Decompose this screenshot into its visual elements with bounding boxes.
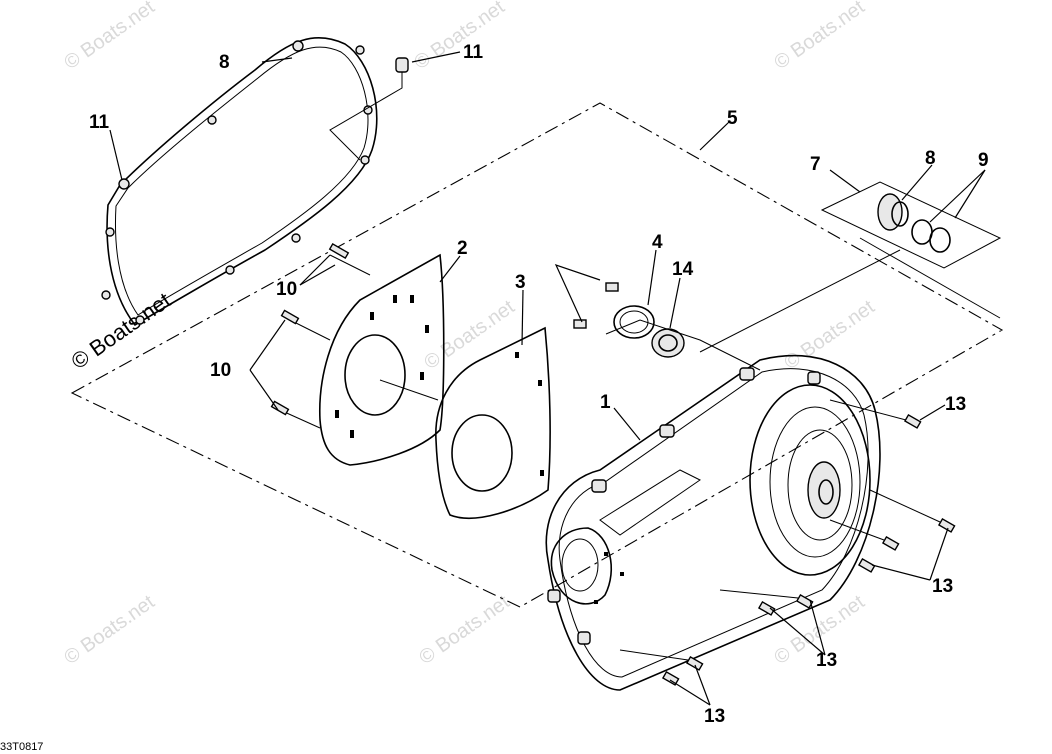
part-7-guide-line bbox=[699, 249, 901, 353]
watermark: © Boats.net bbox=[770, 0, 869, 74]
part-8-gasket bbox=[101, 37, 378, 327]
watermark: © Boats.net bbox=[415, 591, 514, 669]
bolt-guide-line bbox=[719, 589, 799, 599]
bolt-guide-line bbox=[619, 649, 689, 661]
gasket-hole bbox=[360, 155, 370, 165]
ring-guide-line bbox=[605, 319, 761, 371]
gasket-hole bbox=[105, 227, 115, 237]
part-3-seal bbox=[435, 326, 551, 519]
gasket-hole bbox=[135, 315, 145, 325]
part-1-clutch-cover bbox=[545, 354, 881, 691]
part-8-oil-seal bbox=[891, 201, 909, 227]
part-13-bolts bbox=[661, 413, 956, 686]
callout-2: 2 bbox=[457, 238, 468, 259]
callout-13: 13 bbox=[704, 706, 725, 727]
part-4-bolt bbox=[605, 282, 619, 292]
callout-1: 1 bbox=[600, 392, 611, 413]
gasket-hole bbox=[292, 40, 304, 52]
part-9-o-ring bbox=[929, 227, 951, 253]
part-10-bolt bbox=[270, 400, 290, 416]
dowel-pin-guide-line bbox=[329, 72, 403, 161]
figure-code: 33T0817 bbox=[0, 741, 43, 753]
callout-13: 13 bbox=[945, 394, 966, 415]
part-2-plate bbox=[318, 253, 445, 466]
gasket-hole bbox=[101, 290, 111, 300]
part-11-dowel-pin bbox=[395, 57, 409, 73]
gasket-hole bbox=[225, 265, 235, 275]
bolt-guide-line bbox=[869, 489, 941, 523]
part-14-bearing bbox=[651, 328, 685, 358]
part-7-guide-line bbox=[859, 237, 1001, 319]
watermark: © Boats.net bbox=[60, 591, 159, 669]
callout-10: 10 bbox=[276, 279, 297, 300]
callout-10: 10 bbox=[210, 360, 231, 381]
callout-11: 11 bbox=[89, 112, 110, 133]
part-5-outline bbox=[70, 102, 1004, 608]
bolt-guide-line bbox=[829, 399, 907, 421]
watermark-group: © Boats.net © Boats.net © Boats.net © Bo… bbox=[60, 0, 879, 669]
callout-4: 4 bbox=[652, 232, 663, 253]
part-9-o-ring bbox=[911, 219, 933, 245]
watermark: © Boats.net bbox=[420, 296, 519, 374]
part-4-ring bbox=[613, 305, 655, 339]
gasket-hole bbox=[355, 45, 365, 55]
part-7-group bbox=[820, 181, 1002, 269]
callout-7: 7 bbox=[810, 154, 821, 175]
gasket-hole bbox=[207, 115, 217, 125]
bolt-guide-line bbox=[829, 519, 885, 541]
bolt-guide-line bbox=[289, 319, 331, 341]
gasket-hole bbox=[118, 178, 130, 190]
part-10-bolt bbox=[328, 242, 350, 260]
callout-13: 13 bbox=[932, 576, 953, 597]
part-10-bolt bbox=[280, 309, 300, 325]
watermark: © Boats.net bbox=[60, 0, 159, 74]
gasket-hole bbox=[291, 233, 301, 243]
callout-9: 9 bbox=[978, 150, 989, 171]
bolt-guide-line bbox=[329, 254, 371, 276]
callout-13: 13 bbox=[816, 650, 837, 671]
callout-5: 5 bbox=[727, 108, 738, 129]
callout-11: 11 bbox=[463, 42, 484, 63]
callout-3: 3 bbox=[515, 272, 526, 293]
callout-14: 14 bbox=[672, 259, 694, 280]
watermark: © Boats.net bbox=[410, 0, 509, 74]
leader-lines bbox=[109, 51, 986, 706]
part-4-bolt bbox=[573, 319, 587, 329]
callout-labels: 8 11 11 5 7 8 9 2 4 14 10 3 10 1 13 13 1… bbox=[89, 42, 989, 727]
callout-8: 8 bbox=[219, 52, 230, 73]
callout-8: 8 bbox=[925, 148, 936, 169]
